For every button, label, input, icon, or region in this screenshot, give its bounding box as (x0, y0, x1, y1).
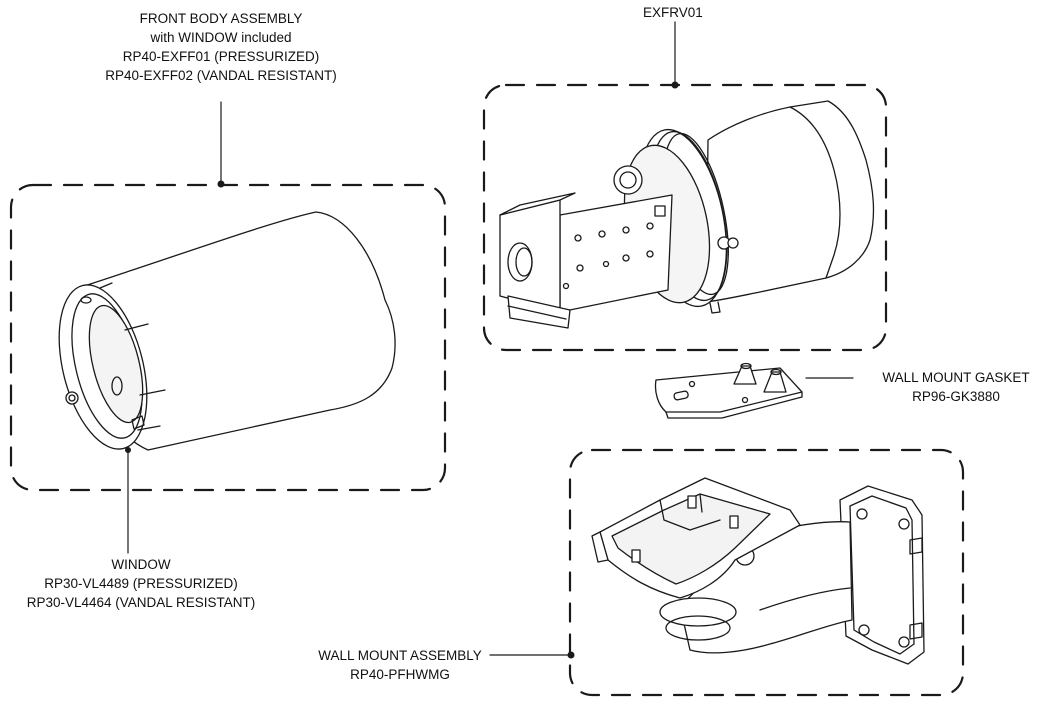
front-body-title: FRONT BODY ASSEMBLY (139, 11, 303, 26)
window-leader-dot (125, 447, 131, 453)
rear-housing-drawing (499, 100, 875, 329)
leader-lines (127, 21, 854, 656)
rear-housing-label: EXFRV01 (643, 3, 703, 22)
front-body-part-vandal: RP40-EXFF02 (VANDAL RESISTANT) (105, 68, 337, 83)
front-body-part-pressurized: RP40-EXFF01 (PRESSURIZED) (122, 49, 320, 64)
wall-mount-title: WALL MOUNT ASSEMBLY (318, 648, 482, 663)
front-body-label: FRONT BODY ASSEMBLY with WINDOW included… (86, 9, 356, 85)
wall-mount-drawing (591, 477, 925, 665)
wall-mount-label: WALL MOUNT ASSEMBLY RP40-PFHWMG (300, 646, 500, 684)
window-part-pressurized: RP30-VL4489 (PRESSURIZED) (44, 576, 238, 591)
rear-housing-group-box (482, 83, 888, 352)
gasket-part: RP96-GK3880 (912, 389, 1000, 404)
wall-mount-group-box (568, 448, 965, 697)
front-body-subtitle: with WINDOW included (150, 30, 292, 45)
front-body-leader-dot (217, 180, 225, 188)
gasket-label: WALL MOUNT GASKET RP96-GK3880 (856, 368, 1056, 406)
wall-mount-part: RP40-PFHWMG (350, 667, 450, 682)
window-label: WINDOW RP30-VL4489 (PRESSURIZED) RP30-VL… (6, 555, 276, 612)
window-part-vandal: RP30-VL4464 (VANDAL RESISTANT) (26, 595, 256, 610)
window-title: WINDOW (111, 557, 171, 572)
gasket-drawing (654, 362, 803, 419)
gasket-title: WALL MOUNT GASKET (882, 370, 1030, 385)
front-body-drawing (58, 211, 396, 451)
rear-leader-dot (671, 81, 679, 89)
rear-housing-part: EXFRV01 (643, 5, 703, 20)
wall-mount-leader-dot (567, 651, 575, 659)
front-body-group-box (9, 183, 447, 492)
